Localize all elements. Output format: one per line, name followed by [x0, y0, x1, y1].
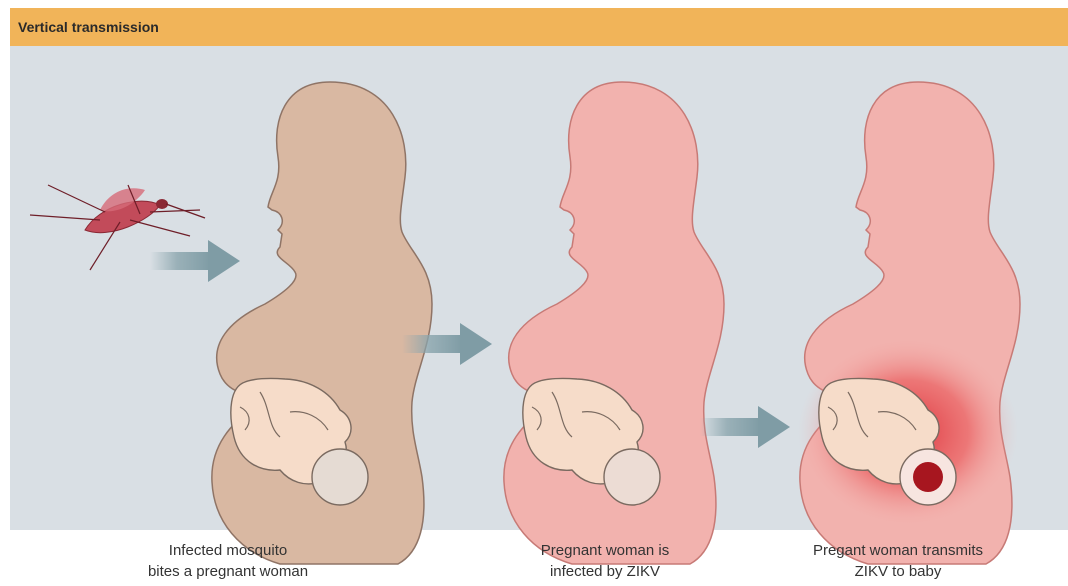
pregnant-woman-figure-1 — [212, 82, 432, 564]
pregnant-woman-figure-2 — [504, 82, 724, 564]
caption-line: Pregnant woman is — [510, 540, 700, 561]
placenta-icon — [604, 449, 660, 505]
caption-line: Pregant woman transmits — [788, 540, 1008, 561]
stage-3-caption: Pregant woman transmits ZIKV to baby — [788, 540, 1008, 582]
placenta-icon — [312, 449, 368, 505]
stage-2-caption: Pregnant woman is infected by ZIKV — [510, 540, 700, 582]
arrow-right-icon — [700, 406, 790, 448]
virus-cluster-icon — [913, 462, 943, 492]
arrow-right-icon — [150, 240, 240, 282]
stage-1-caption: Infected mosquito bites a pregnant woman — [128, 540, 328, 582]
pregnant-woman-figure-3 — [798, 82, 1020, 564]
caption-line: bites a pregnant woman — [128, 561, 328, 582]
caption-line: ZIKV to baby — [788, 561, 1008, 582]
caption-line: infected by ZIKV — [510, 561, 700, 582]
caption-line: Infected mosquito — [128, 540, 328, 561]
